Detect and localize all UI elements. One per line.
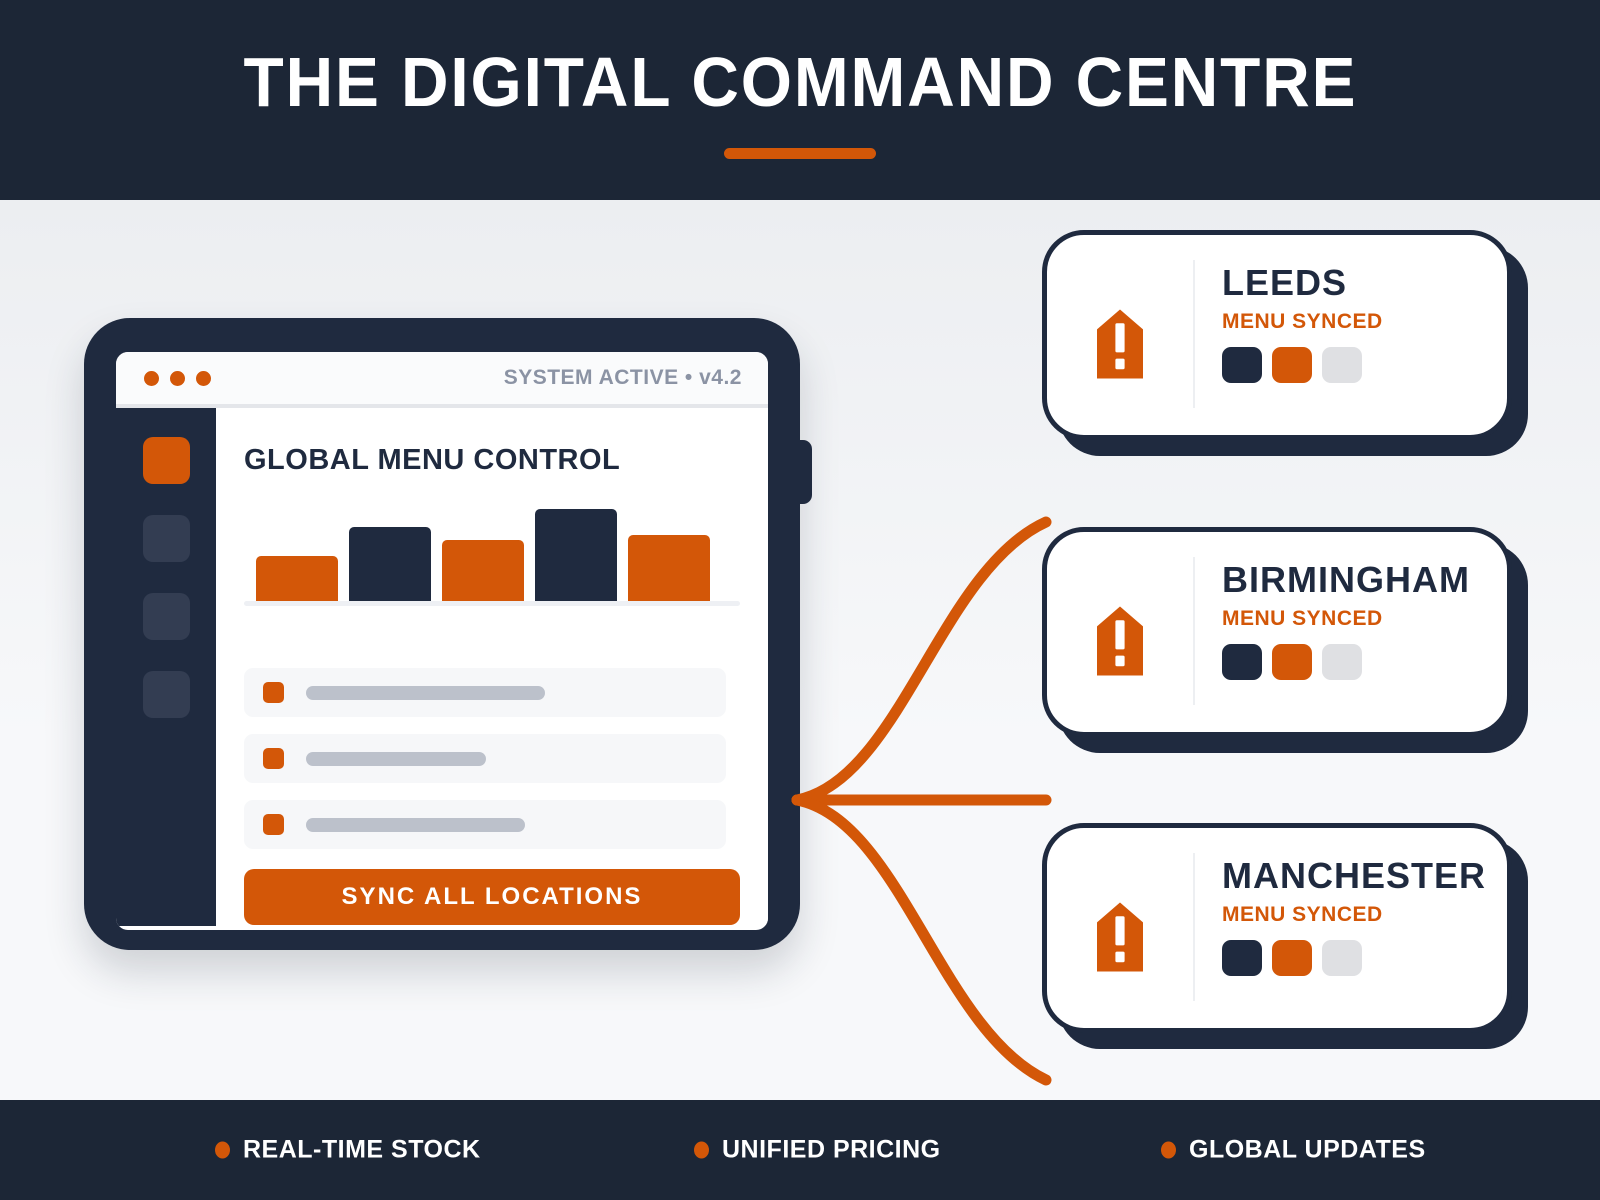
title-underline (724, 147, 876, 159)
window-controls (144, 370, 211, 386)
location-status: MENU SYNCED (1222, 607, 1383, 630)
menu-bar-chart (244, 507, 740, 601)
store-alert-icon (1097, 606, 1143, 676)
menu-row-bullet-icon (263, 748, 284, 769)
card-divider (1193, 557, 1195, 705)
location-card-birmingham: BIRMINGHAM MENU SYNCED (1042, 527, 1528, 753)
chart-bar (628, 535, 710, 601)
menu-row-list (244, 668, 740, 849)
bullet-icon (694, 1141, 709, 1159)
menu-row-placeholder (306, 751, 486, 766)
sidebar-item[interactable] (142, 593, 190, 640)
status-square-gray (1322, 940, 1362, 976)
location-name: MANCHESTER (1222, 855, 1487, 896)
window-dot[interactable] (170, 370, 185, 386)
status-squares (1222, 940, 1486, 976)
status-square-orange (1272, 347, 1312, 383)
card-face: LEEDS MENU SYNCED (1042, 230, 1512, 440)
diagram-area: SYSTEM ACTIVE • v4.2 GLOBAL MENU CONTROL (0, 200, 1600, 1100)
menu-row-bullet-icon (263, 814, 284, 835)
connector-line-manchester (791, 794, 1052, 1086)
dashboard-sidebar (116, 408, 216, 926)
menu-row (244, 734, 726, 783)
chart-bar (442, 540, 524, 601)
footer-item: GLOBAL UPDATES (1161, 1136, 1426, 1165)
store-alert-icon (1097, 902, 1143, 972)
connector-line-leeds (791, 516, 1052, 806)
sidebar-item-active[interactable] (142, 437, 190, 484)
bullet-icon (215, 1141, 230, 1159)
panel-title: GLOBAL MENU CONTROL (244, 444, 621, 476)
window-dot[interactable] (196, 370, 211, 386)
location-status: MENU SYNCED (1222, 903, 1383, 926)
footer-item: UNIFIED PRICING (694, 1136, 941, 1165)
location-name: LEEDS (1222, 262, 1348, 303)
status-squares (1222, 347, 1383, 383)
location-card-leeds: LEEDS MENU SYNCED (1042, 230, 1528, 456)
window-body: GLOBAL MENU CONTROL (116, 408, 768, 926)
footer-banner: REAL-TIME STOCK UNIFIED PRICING GLOBAL U… (0, 1100, 1600, 1200)
device-side-button (795, 440, 812, 504)
location-card-manchester: MANCHESTER MENU SYNCED (1042, 823, 1528, 1049)
page-title: THE DIGITAL COMMAND CENTRE (243, 42, 1357, 121)
footer-label: GLOBAL UPDATES (1189, 1135, 1426, 1164)
menu-row (244, 800, 726, 849)
menu-row (244, 668, 726, 717)
status-square-gray (1322, 644, 1362, 680)
window-titlebar: SYSTEM ACTIVE • v4.2 (116, 352, 768, 408)
sidebar-item[interactable] (142, 671, 190, 718)
status-square-navy (1222, 644, 1262, 680)
store-alert-icon (1097, 309, 1143, 379)
status-square-gray (1322, 347, 1362, 383)
location-status: MENU SYNCED (1222, 310, 1383, 333)
menu-row-placeholder (306, 817, 525, 832)
location-name: BIRMINGHAM (1222, 559, 1470, 600)
dashboard-content: GLOBAL MENU CONTROL (216, 408, 768, 926)
sidebar-item[interactable] (142, 515, 190, 562)
status-square-navy (1222, 940, 1262, 976)
sync-all-locations-button[interactable]: SYNC ALL LOCATIONS (244, 869, 740, 925)
chart-bar (349, 527, 431, 601)
dashboard-window: SYSTEM ACTIVE • v4.2 GLOBAL MENU CONTROL (116, 352, 768, 930)
footer-label: UNIFIED PRICING (722, 1135, 941, 1164)
status-square-navy (1222, 347, 1262, 383)
status-square-orange (1272, 644, 1312, 680)
footer-label: REAL-TIME STOCK (243, 1135, 481, 1164)
chart-baseline (244, 601, 740, 606)
status-square-orange (1272, 940, 1312, 976)
card-face: MANCHESTER MENU SYNCED (1042, 823, 1512, 1033)
card-divider (1193, 853, 1195, 1001)
chart-bar (256, 556, 338, 601)
system-status-text: SYSTEM ACTIVE • v4.2 (503, 366, 742, 389)
window-dot[interactable] (144, 370, 159, 386)
card-face: BIRMINGHAM MENU SYNCED (1042, 527, 1512, 737)
command-centre-tablet: SYSTEM ACTIVE • v4.2 GLOBAL MENU CONTROL (84, 318, 812, 950)
bullet-icon (1161, 1141, 1176, 1159)
card-divider (1193, 260, 1195, 408)
footer-item: REAL-TIME STOCK (215, 1136, 481, 1165)
menu-row-bullet-icon (263, 682, 284, 703)
menu-row-placeholder (306, 685, 545, 700)
header-banner: THE DIGITAL COMMAND CENTRE (0, 0, 1600, 200)
chart-bar (535, 509, 617, 601)
status-squares (1222, 644, 1470, 680)
